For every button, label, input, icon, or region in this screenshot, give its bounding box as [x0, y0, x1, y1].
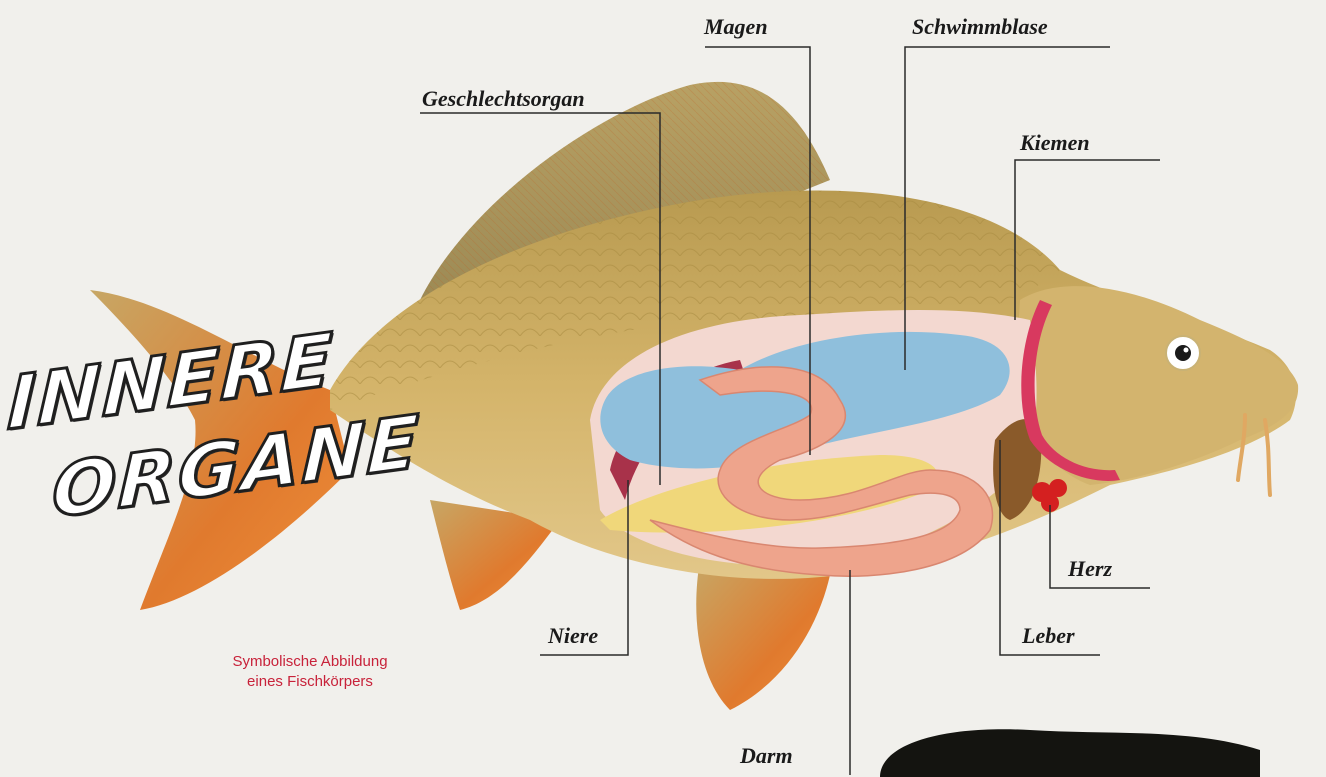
label-geschlechtsorgan: Geschlechtsorgan [422, 88, 585, 110]
fish-eye [1166, 336, 1200, 370]
caption-line-1: Symbolische Abbildung [190, 652, 430, 672]
figure-caption: Symbolische Abbildung eines Fischkörpers [190, 652, 430, 692]
label-kiemen: Kiemen [1020, 132, 1090, 154]
caption-line-2: eines Fischkörpers [190, 672, 430, 692]
label-herz: Herz [1068, 558, 1112, 580]
label-niere: Niere [548, 625, 598, 647]
label-magen: Magen [704, 16, 768, 38]
decorative-blob [880, 729, 1260, 777]
label-leber: Leber [1022, 625, 1075, 647]
label-darm: Darm [740, 745, 793, 767]
pelvic-fin [696, 560, 830, 710]
label-schwimmblase: Schwimmblase [912, 16, 1048, 38]
